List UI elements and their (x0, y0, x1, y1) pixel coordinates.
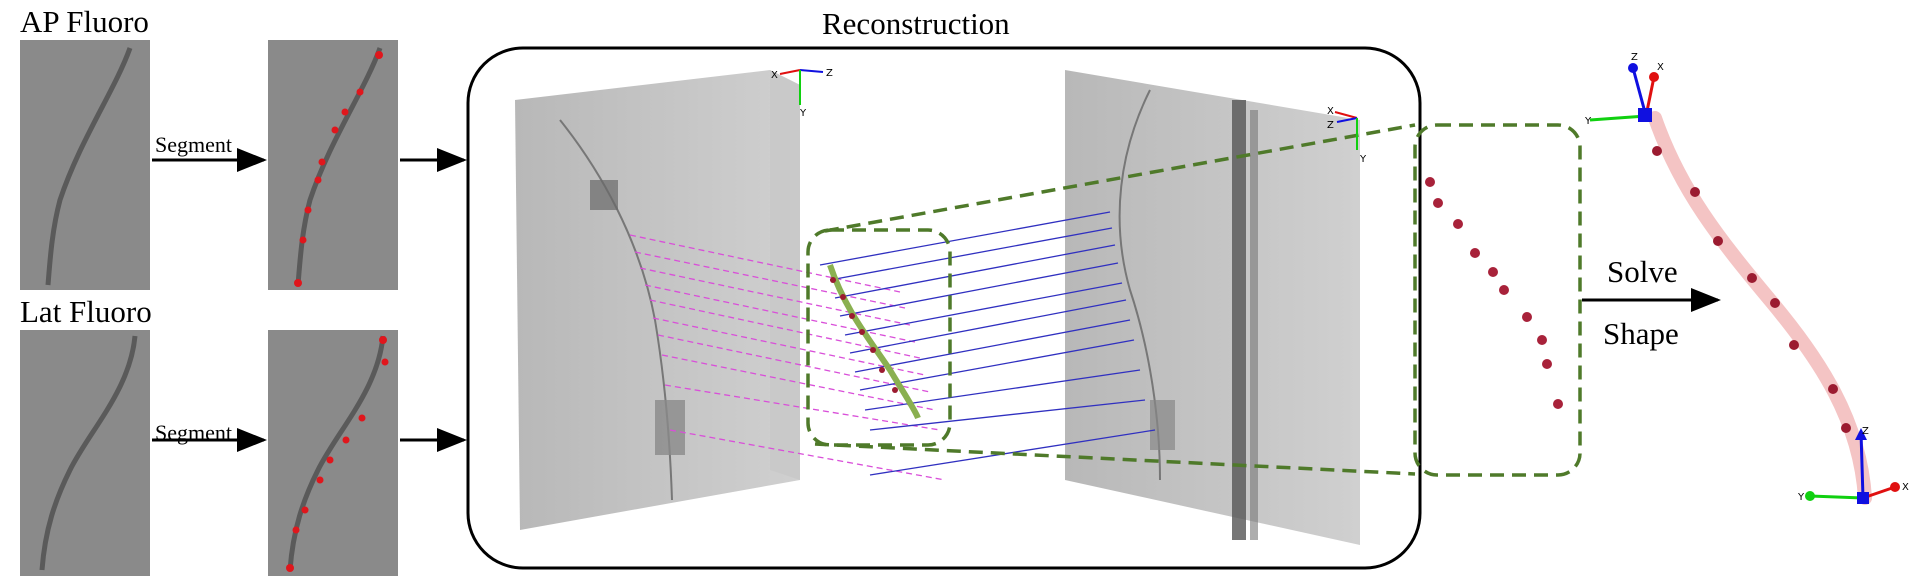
frontal-frame-axes: X Z Y (771, 68, 833, 119)
base-frame-axes: Z X Y (1797, 426, 1909, 504)
svg-text:X: X (1327, 106, 1334, 117)
svg-text:Z: Z (826, 68, 833, 79)
ap-projection-plane (515, 70, 800, 530)
ap-fluoro-image (20, 40, 150, 290)
shape-label: Shape (1603, 316, 1679, 351)
zoomed-markers (1425, 177, 1563, 409)
solved-shape: Z X Y Z X Y (1584, 52, 1909, 505)
svg-text:Y: Y (799, 108, 807, 119)
reconstruction-title: Reconstruction (822, 6, 1010, 41)
svg-text:Z: Z (1862, 426, 1869, 437)
ap-fluoro-label: AP Fluoro (20, 4, 149, 39)
svg-text:X: X (1657, 62, 1664, 73)
lat-projection-plane (1065, 70, 1360, 545)
reconstructed-markers (830, 277, 898, 393)
lat-projection-lines (819, 211, 1156, 476)
zoom-box-small (806, 228, 952, 447)
svg-text:Z: Z (1327, 120, 1334, 131)
svg-text:Y: Y (1584, 116, 1592, 127)
svg-text:X: X (771, 70, 778, 81)
reconstructed-curve (827, 264, 921, 420)
end-frame-axes: Z X Y (1584, 52, 1664, 127)
ap-segmented-image (268, 40, 398, 290)
reconstruction-box (466, 46, 1422, 570)
lat-segmented-image (268, 330, 398, 576)
svg-text:Y: Y (1797, 492, 1805, 503)
lat-fluoro-image (20, 330, 150, 576)
segment-label-top: Segment (155, 132, 232, 157)
zoom-boxes (806, 123, 1582, 477)
segmented-markers-ap (294, 51, 383, 287)
lat-fluoro-label: Lat Fluoro (20, 294, 152, 329)
zoom-box-large (1413, 123, 1582, 477)
svg-text:Y: Y (1359, 154, 1367, 165)
svg-text:X: X (1902, 482, 1909, 493)
solve-label: Solve (1607, 254, 1678, 289)
segmented-markers-lat (286, 336, 389, 572)
solved-shape-markers (1652, 146, 1851, 433)
side-frame-axes: X Z Y (1327, 106, 1367, 165)
svg-text:Z: Z (1631, 52, 1638, 63)
